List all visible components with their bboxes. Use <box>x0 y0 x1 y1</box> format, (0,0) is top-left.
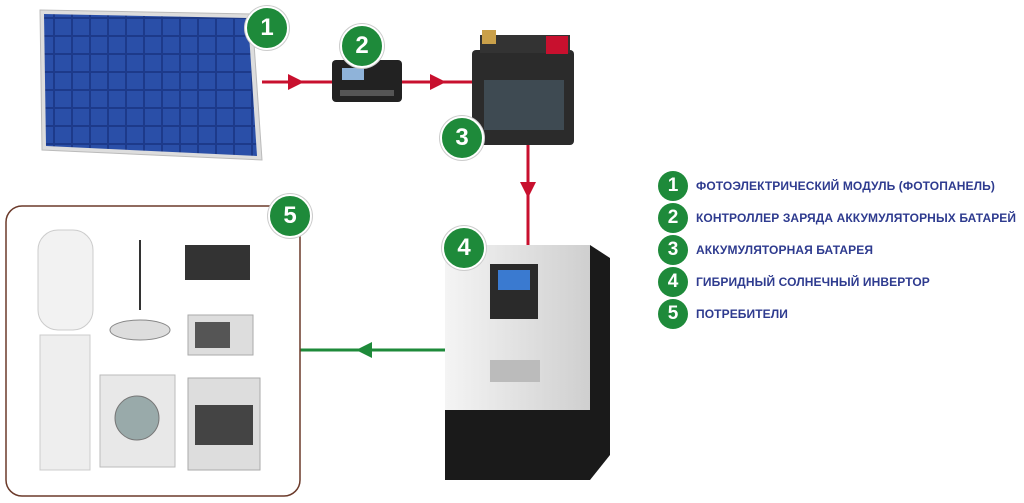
legend-badge: 3 <box>658 235 688 265</box>
legend-label: ПОТРЕБИТЕЛИ <box>696 307 789 321</box>
legend-item: 2 КОНТРОЛЛЕР ЗАРЯДА АККУМУЛЯТОРНЫХ БАТАРЕ… <box>658 202 1016 234</box>
legend-badge: 2 <box>658 203 688 233</box>
dc-line-panel-controller <box>262 74 332 90</box>
legend-item: 3 АККУМУЛЯТОРНАЯ БАТАРЕЯ <box>658 234 1016 266</box>
badge-5: 5 <box>268 194 312 238</box>
legend: 1 ФОТОЭЛЕКТРИЧЕСКИЙ МОДУЛЬ (ФОТОПАНЕЛЬ) 2… <box>658 170 1016 330</box>
legend-label: КОНТРОЛЛЕР ЗАРЯДА АККУМУЛЯТОРНЫХ БАТАРЕЙ <box>696 211 1017 225</box>
legend-label: ГИБРИДНЫЙ СОЛНЕЧНЫЙ ИНВЕРТОР <box>696 275 930 289</box>
dc-line-battery-inverter <box>520 145 536 245</box>
hybrid-inverter <box>445 245 610 480</box>
legend-item: 1 ФОТОЭЛЕКТРИЧЕСКИЙ МОДУЛЬ (ФОТОПАНЕЛЬ) <box>658 170 1016 202</box>
badge-4: 4 <box>442 226 486 270</box>
solar-panel <box>39 9 263 161</box>
legend-item: 4 ГИБРИДНЫЙ СОЛНЕЧНЫЙ ИНВЕРТОР <box>658 266 1016 298</box>
charge-controller <box>332 60 402 102</box>
battery <box>472 30 574 145</box>
legend-badge: 5 <box>658 299 688 329</box>
badge-2: 2 <box>340 24 384 68</box>
ac-line-inverter-consumers <box>300 342 445 358</box>
legend-label: АККУМУЛЯТОРНАЯ БАТАРЕЯ <box>696 243 874 257</box>
legend-label: ФОТОЭЛЕКТРИЧЕСКИЙ МОДУЛЬ (ФОТОПАНЕЛЬ) <box>696 179 995 193</box>
badge-3: 3 <box>440 116 484 160</box>
legend-item: 5 ПОТРЕБИТЕЛИ <box>658 298 1016 330</box>
consumers-box <box>5 205 301 497</box>
legend-badge: 4 <box>658 267 688 297</box>
badge-1: 1 <box>245 6 289 50</box>
legend-badge: 1 <box>658 171 688 201</box>
dc-line-controller-battery <box>402 74 472 90</box>
